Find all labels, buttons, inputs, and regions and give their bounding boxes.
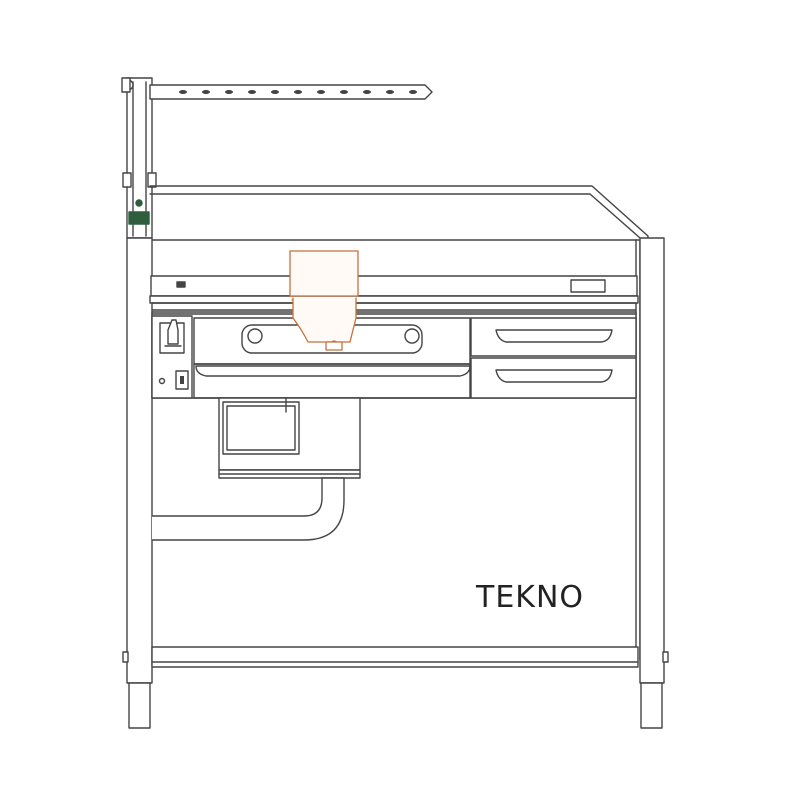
orange-lamp bbox=[289, 250, 359, 351]
drawer-unit bbox=[151, 311, 637, 399]
hanging-unit bbox=[218, 397, 361, 479]
accessory-bar bbox=[149, 84, 433, 100]
lower-frame bbox=[151, 646, 639, 668]
right-leg bbox=[639, 237, 669, 729]
left-leg bbox=[122, 237, 153, 729]
work-top bbox=[149, 275, 639, 311]
brand-label: TEKNO bbox=[475, 580, 584, 615]
left-post bbox=[121, 77, 157, 239]
suction-pipe bbox=[151, 477, 345, 541]
